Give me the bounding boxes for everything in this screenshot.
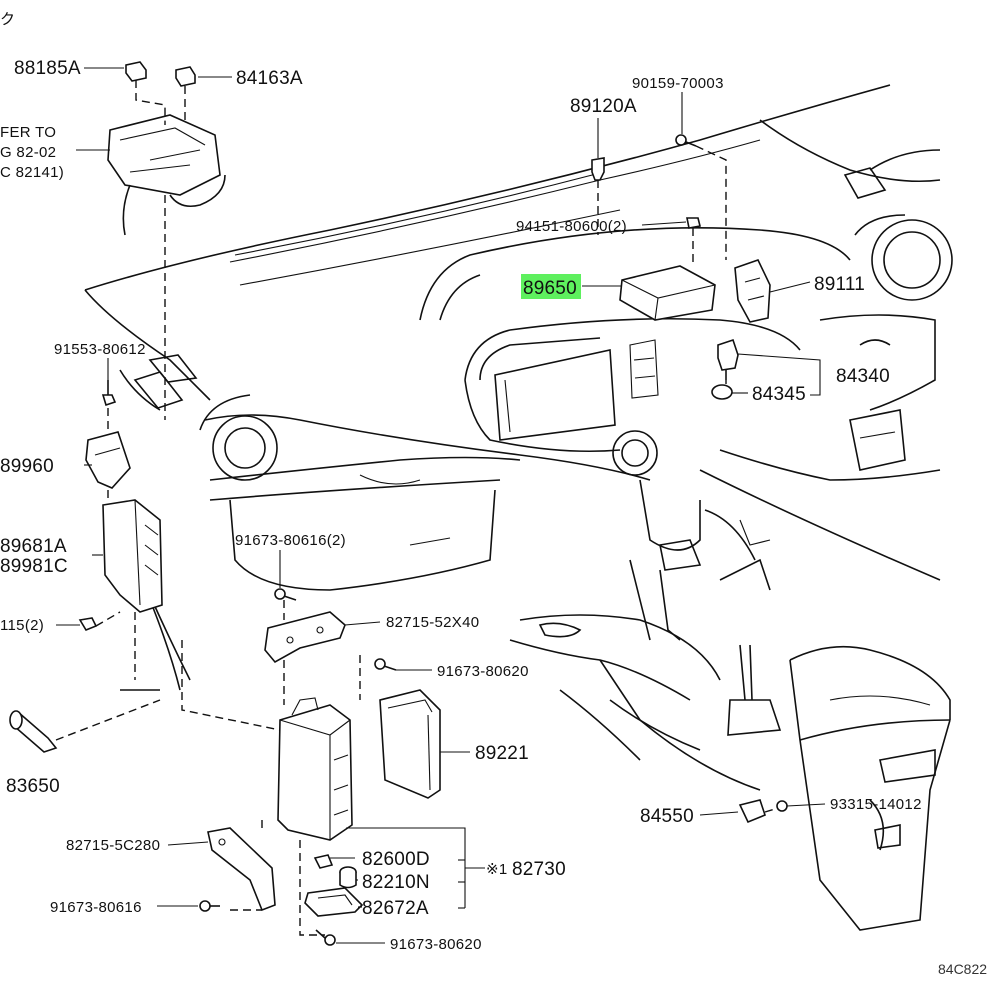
part-labels: ク 88185A 84163A FER TO G 82-02 C 82141) … bbox=[0, 11, 987, 977]
label-89111[interactable]: 89111 bbox=[814, 274, 865, 295]
label-82730-mark: ※1 bbox=[486, 861, 508, 878]
dashboard-drawing bbox=[84, 84, 953, 931]
label-91673-80620-b[interactable]: 91673-80620 bbox=[390, 936, 482, 953]
label-82715-5C280[interactable]: 82715-5C280 bbox=[66, 837, 160, 854]
highlight-89650 bbox=[521, 274, 581, 299]
label-89120A[interactable]: 89120A bbox=[570, 96, 637, 117]
label-84345[interactable]: 84345 bbox=[752, 384, 806, 405]
label-82600D[interactable]: 82600D bbox=[362, 849, 430, 870]
label-93315-14012[interactable]: 93315-14012 bbox=[830, 796, 922, 813]
label-82730[interactable]: 82730 bbox=[512, 859, 566, 880]
label-91673-80616-2[interactable]: 91673-80616(2) bbox=[235, 532, 346, 549]
label-91673-80616[interactable]: 91673-80616 bbox=[50, 899, 142, 916]
label-89221[interactable]: 89221 bbox=[475, 743, 529, 764]
diagram-code: 84C822 bbox=[938, 961, 987, 977]
label-89960[interactable]: 89960 bbox=[0, 456, 54, 477]
label-88185A[interactable]: 88185A bbox=[14, 58, 81, 79]
label-82210N[interactable]: 82210N bbox=[362, 872, 430, 893]
label-89650[interactable]: 89650 bbox=[523, 278, 577, 299]
refer-note-line1: FER TO bbox=[0, 124, 56, 141]
refer-note-line2: G 82-02 bbox=[0, 144, 56, 161]
leader-lines bbox=[56, 67, 826, 944]
label-82715-52X40[interactable]: 82715-52X40 bbox=[386, 614, 479, 631]
label-84340[interactable]: 84340 bbox=[836, 366, 890, 387]
label-83650[interactable]: 83650 bbox=[6, 776, 60, 797]
label-89981C[interactable]: 89981C bbox=[0, 556, 68, 577]
label-84550[interactable]: 84550 bbox=[640, 806, 694, 827]
part-shapes bbox=[9, 61, 788, 946]
label-84163A[interactable]: 84163A bbox=[236, 68, 303, 89]
guide-dash-lines bbox=[55, 80, 779, 936]
label-82672A[interactable]: 82672A bbox=[362, 898, 429, 919]
label-91553-80612[interactable]: 91553-80612 bbox=[54, 341, 146, 358]
label-90159-70003[interactable]: 90159-70003 bbox=[632, 75, 724, 92]
label-89681A[interactable]: 89681A bbox=[0, 536, 67, 557]
header-fragment: ク bbox=[0, 11, 15, 28]
label-94151-80600[interactable]: 94151-80600(2) bbox=[516, 218, 627, 235]
label-91673-80620-a[interactable]: 91673-80620 bbox=[437, 663, 529, 680]
label-115[interactable]: 115(2) bbox=[0, 617, 44, 634]
refer-note-line3: C 82141) bbox=[0, 164, 64, 181]
